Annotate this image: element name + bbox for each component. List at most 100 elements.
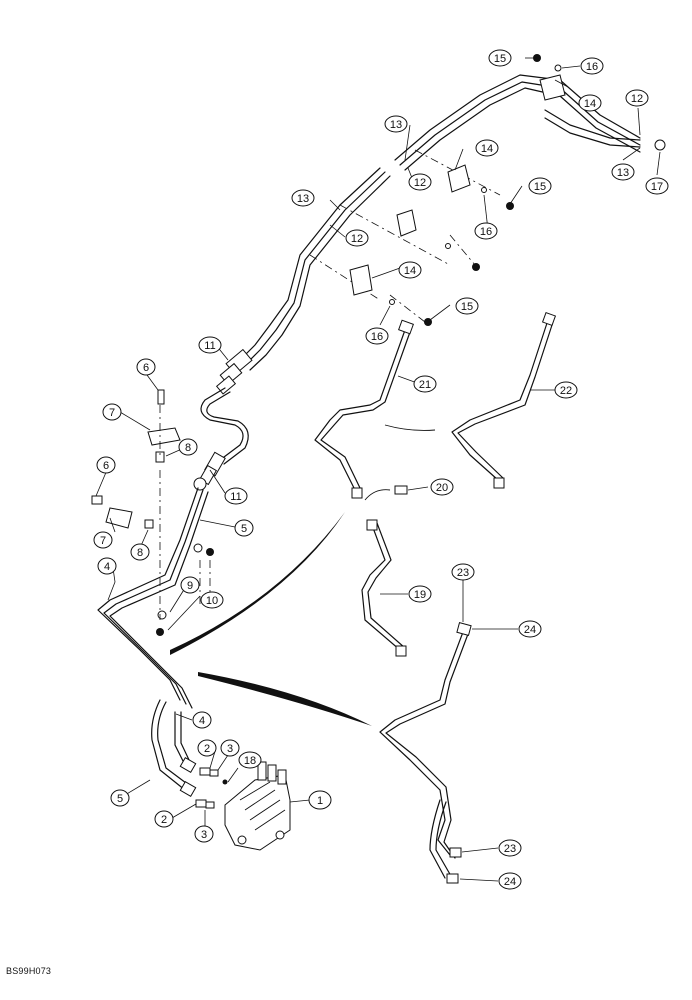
- callout-13: 13: [384, 115, 408, 133]
- svg-text:24: 24: [504, 876, 516, 888]
- tubes-23-24: [379, 622, 472, 884]
- svg-text:17: 17: [651, 181, 663, 193]
- callout-16: 16: [365, 327, 389, 345]
- reference-arcs: [170, 512, 372, 726]
- callout-23: 23: [451, 563, 475, 581]
- svg-text:16: 16: [480, 226, 492, 238]
- svg-text:15: 15: [534, 181, 546, 193]
- svg-text:6: 6: [143, 362, 149, 374]
- callout-6: 6: [136, 358, 156, 376]
- tube-bundle-upper: [394, 74, 641, 171]
- svg-text:4: 4: [104, 561, 110, 573]
- callout-8: 8: [178, 438, 198, 456]
- svg-text:8: 8: [185, 442, 191, 454]
- callout-11: 11: [198, 336, 222, 354]
- callout-13: 13: [611, 163, 635, 181]
- callout-16: 16: [580, 57, 604, 75]
- svg-text:19: 19: [414, 589, 426, 601]
- callout-12: 12: [625, 89, 649, 107]
- callout-15: 15: [455, 297, 479, 315]
- figure-code: BS99H073: [6, 966, 52, 976]
- clamps-14: [349, 74, 566, 296]
- callout-3: 3: [220, 739, 240, 757]
- svg-text:16: 16: [371, 331, 383, 343]
- svg-text:10: 10: [206, 595, 218, 607]
- coupling-11-upper: [215, 348, 253, 395]
- svg-text:15: 15: [494, 53, 506, 65]
- svg-text:16: 16: [586, 61, 598, 73]
- svg-text:2: 2: [161, 814, 167, 826]
- callout-21: 21: [413, 375, 437, 393]
- svg-text:13: 13: [297, 193, 309, 205]
- svg-text:6: 6: [103, 460, 109, 472]
- callout-24: 24: [498, 872, 522, 890]
- callout-7: 7: [93, 531, 113, 549]
- callout-4: 4: [97, 557, 117, 575]
- tube-22: [451, 311, 557, 489]
- callout-16: 16: [474, 222, 498, 240]
- tube-loop: [200, 387, 249, 465]
- svg-text:20: 20: [436, 482, 448, 494]
- callout-24: 24: [518, 620, 542, 638]
- svg-text:22: 22: [560, 385, 572, 397]
- callout-7: 7: [102, 403, 122, 421]
- callout-12: 12: [345, 229, 369, 247]
- tube-19: [361, 519, 407, 657]
- svg-text:3: 3: [201, 829, 207, 841]
- svg-text:14: 14: [404, 265, 416, 277]
- callout-9: 9: [180, 576, 200, 594]
- callouts: 1 2 2 3 3 4 4 5 5 6 6 7 7 8 8 9 10 11 11…: [93, 49, 669, 890]
- coupling-11-lower: [193, 451, 226, 491]
- svg-text:8: 8: [137, 547, 143, 559]
- tube-end-fittings-left: [179, 756, 197, 798]
- callout-20: 20: [430, 478, 454, 496]
- svg-text:12: 12: [631, 93, 643, 105]
- tube-21-22-link: [384, 424, 436, 431]
- callout-3: 3: [194, 825, 214, 843]
- callout-15: 15: [488, 49, 512, 67]
- callout-18: 18: [238, 751, 262, 769]
- callout-17: 17: [645, 177, 669, 195]
- callout-2: 2: [154, 810, 174, 828]
- callout-19: 19: [408, 585, 432, 603]
- svg-text:24: 24: [524, 624, 536, 636]
- svg-text:4: 4: [199, 715, 205, 727]
- svg-text:23: 23: [504, 843, 516, 855]
- fittings-2-3: [195, 767, 228, 809]
- fitting-20: [364, 485, 408, 501]
- svg-text:15: 15: [461, 301, 473, 313]
- callout-10: 10: [200, 591, 224, 609]
- callout-14: 14: [578, 94, 602, 112]
- bracket-assembly-lower: [91, 495, 154, 529]
- svg-text:1: 1: [317, 795, 323, 807]
- fasteners-15-16: [389, 54, 666, 326]
- tube-bundle-lower: [97, 487, 209, 791]
- callout-15: 15: [528, 177, 552, 195]
- callout-2: 2: [197, 739, 217, 757]
- callout-23: 23: [498, 839, 522, 857]
- callout-8: 8: [130, 543, 150, 561]
- svg-text:21: 21: [419, 379, 431, 391]
- tube-21: [314, 319, 414, 499]
- svg-text:7: 7: [109, 407, 115, 419]
- leader-lines: [95, 57, 661, 882]
- svg-text:5: 5: [241, 523, 247, 535]
- svg-text:11: 11: [230, 491, 241, 503]
- bracket-assembly-upper: [147, 389, 181, 463]
- svg-text:9: 9: [187, 580, 193, 592]
- callout-14: 14: [475, 139, 499, 157]
- svg-text:18: 18: [244, 755, 256, 767]
- svg-text:13: 13: [617, 167, 629, 179]
- svg-text:3: 3: [227, 743, 233, 755]
- svg-text:2: 2: [204, 743, 210, 755]
- svg-text:5: 5: [117, 793, 123, 805]
- callout-14: 14: [398, 261, 422, 279]
- callout-13: 13: [291, 189, 315, 207]
- svg-text:11: 11: [204, 340, 215, 352]
- callout-4: 4: [192, 711, 212, 729]
- callout-11: 11: [224, 487, 248, 505]
- svg-text:13: 13: [390, 119, 402, 131]
- svg-text:14: 14: [481, 143, 493, 155]
- control-valve: [224, 761, 291, 851]
